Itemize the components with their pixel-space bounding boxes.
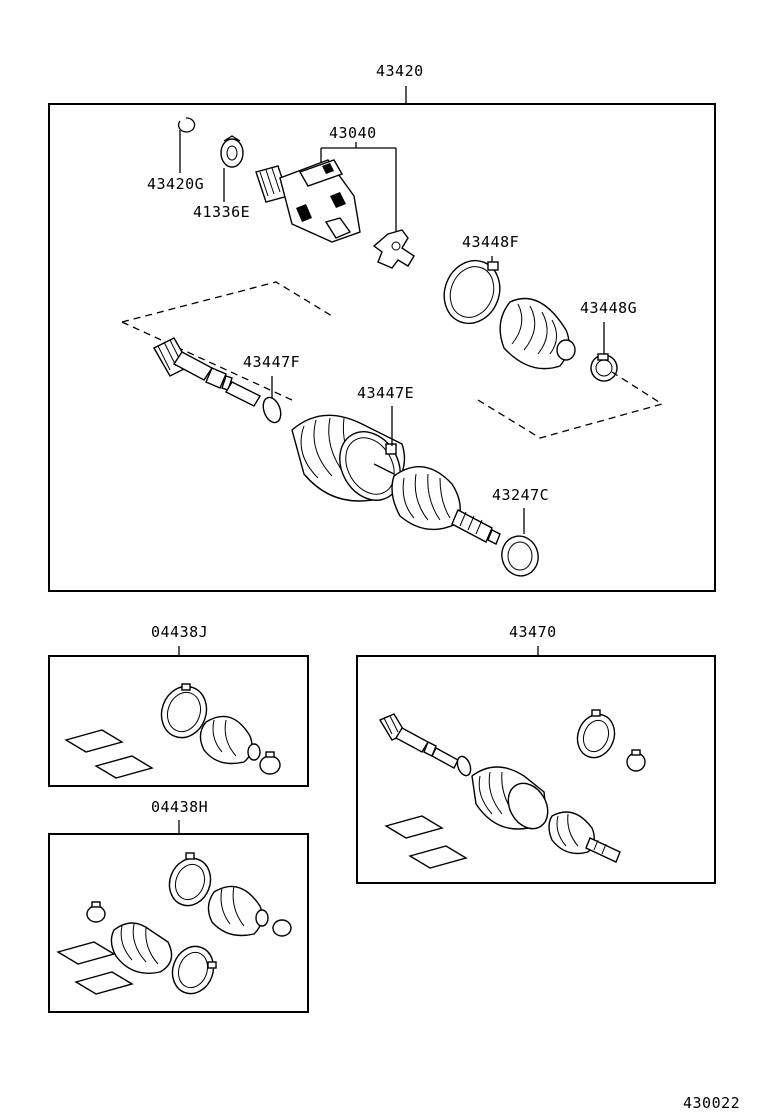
boot-clamp-small-part: 43448G: [580, 299, 637, 382]
inner-clamp-part: 43447E: [357, 384, 414, 446]
boot-clamp-large-part: 43448F: [443, 233, 519, 325]
shaft-assy-group: 43470: [356, 623, 716, 884]
figure-id: 430022: [683, 1094, 740, 1112]
inner-boot-part: [291, 414, 406, 502]
kit-j-label: 04438J: [151, 623, 208, 641]
inner-clamp-label: 43447E: [357, 384, 414, 402]
main-assembly-group: 43420 43420G 41336E 43040: [48, 62, 716, 592]
shaft-assy-frame: [356, 655, 716, 884]
dust-seal-label: 41336E: [193, 203, 250, 221]
outboard-joint-label: 43040: [329, 124, 377, 142]
shaft-assy-label: 43470: [509, 623, 557, 641]
main-assembly-frame: [48, 103, 716, 592]
kit-h-label: 04438H: [151, 798, 208, 816]
boot-clamp-small-label: 43448G: [580, 299, 637, 317]
deflector-label: 43247C: [492, 486, 549, 504]
kit-h-group: 04438H: [48, 798, 309, 1013]
outboard-boot-part: [499, 297, 576, 370]
snap-ring-part: 43420G: [147, 117, 204, 193]
dust-seal-part: 41336E: [193, 135, 250, 221]
outboard-joint-part: 43040: [255, 124, 415, 269]
kit-j-frame: [48, 655, 309, 787]
boot-clamp-large-label: 43448F: [462, 233, 519, 251]
shaft-clamp-label: 43447F: [243, 353, 300, 371]
outer-boot-part: [373, 463, 501, 545]
snap-ring-label: 43420G: [147, 175, 204, 193]
kit-h-frame: [48, 833, 309, 1013]
shaft-clamp-part: 43447F: [243, 353, 300, 424]
drive-shaft-part: [153, 337, 261, 407]
kit-j-group: 04438J: [48, 623, 309, 787]
deflector-part: 43247C: [492, 486, 549, 577]
assembly-part-number: 43420: [376, 62, 424, 80]
